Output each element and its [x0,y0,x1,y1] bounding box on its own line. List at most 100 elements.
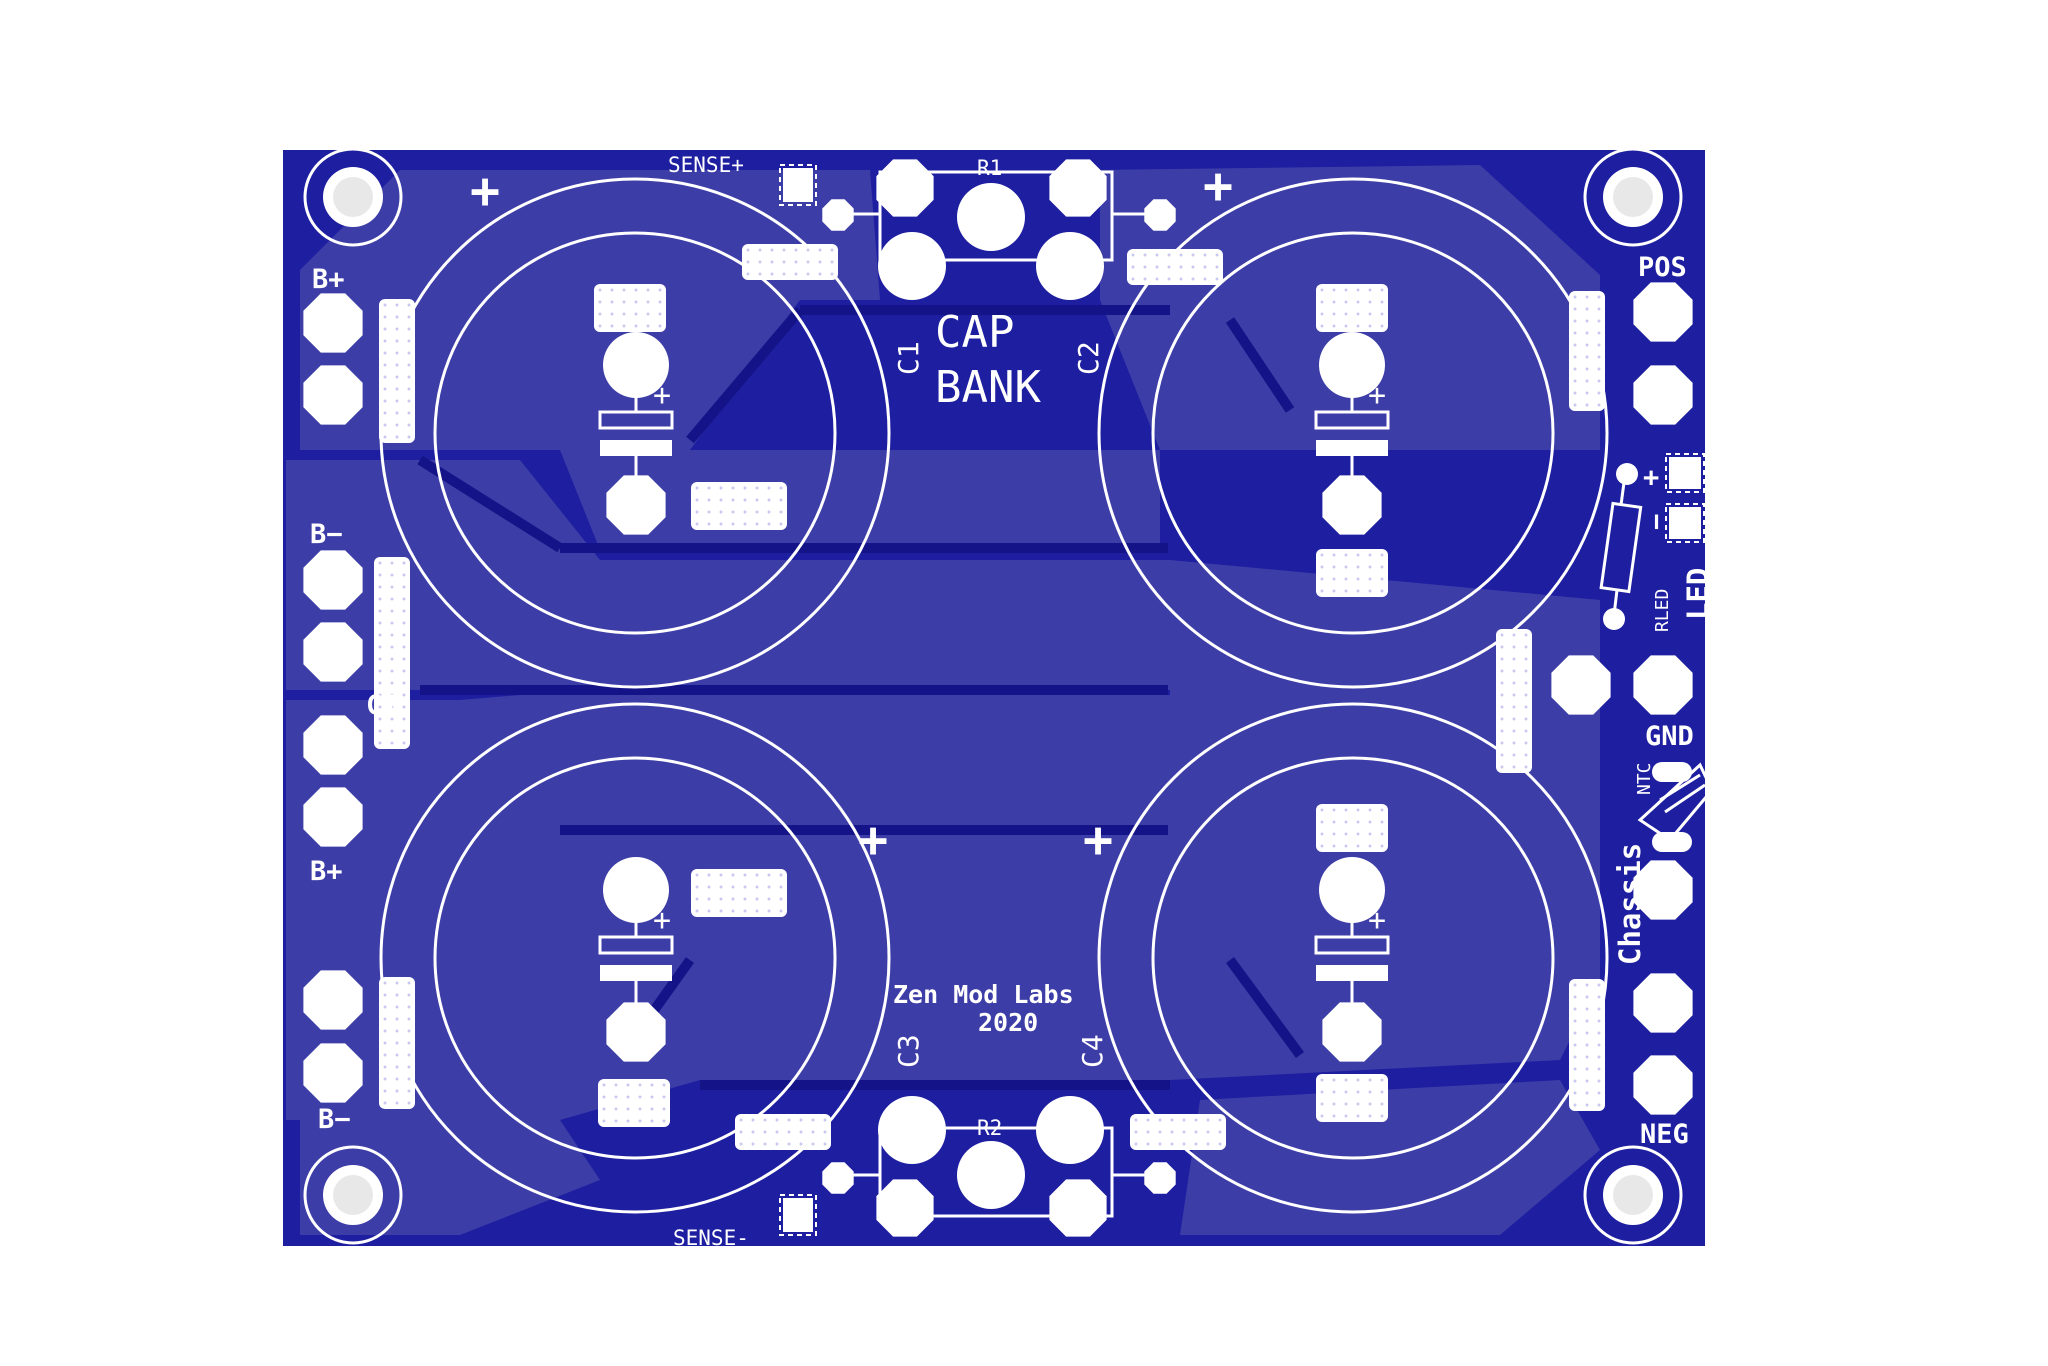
octagon-pad [606,475,666,535]
neg-label: NEG [1640,1119,1689,1150]
via-arrays [374,244,1605,1150]
via-block [1496,629,1532,773]
b-plus-label-bottom: B+ [310,856,343,887]
c2-plus-sign: + [1203,157,1233,215]
c2-outline-inner [1151,231,1555,635]
c2-pad-plus-mark: + [1368,378,1386,413]
maker-label: Zen Mod Labs [893,980,1074,1009]
b-plus-label-top: B+ [312,264,345,295]
mount-hole-br [1583,1145,1683,1245]
octagon-pad [1633,282,1693,342]
via-block [374,557,410,749]
via-block [1316,549,1388,597]
c1-pad-plus-mark: + [653,378,671,413]
ct-label: CT [366,690,399,721]
b-minus-label-bottom: B− [318,1104,351,1135]
board-title-line1: CAP [935,307,1014,358]
octagon-pad [1633,655,1693,715]
sense-pads [779,164,817,1236]
c4-label: C4 [1076,1034,1109,1068]
octagon-pad [303,365,363,425]
c4-outline-inner [1151,756,1555,1160]
c2-symbol [1314,395,1390,478]
capacitor-outlines [379,177,1609,1214]
octagon-pad [1049,159,1107,217]
sense-minus-pad [783,1198,813,1232]
sense-plus-pad [783,168,813,202]
octagon-pad [303,1043,363,1103]
c4-plus-sign: + [1083,811,1113,869]
b-minus-label-top: B− [310,519,343,550]
via-block [1316,284,1388,332]
via-block [598,1079,670,1127]
sense-plus-label: SENSE+ [668,153,744,177]
led-plus-sign: + [1643,462,1659,493]
octagon-pad [1551,655,1611,715]
via-block [594,284,666,332]
octagon-pad [1322,1002,1382,1062]
octagon-pad [1633,973,1693,1033]
cap-polarity-symbols [598,395,1390,1003]
via-block [1316,804,1388,852]
c3-label: C3 [892,1034,925,1068]
octagon-pad [1049,1179,1107,1237]
octagon-pad [303,715,363,775]
ntc-pad-top [1652,762,1692,782]
octagon-pads [303,159,1693,1237]
octagon-pad [303,787,363,847]
c1-symbol [598,395,674,478]
via-block [691,482,787,530]
c3-outline-inner [433,756,837,1160]
r2-outline [878,1126,1114,1218]
c3-symbol [598,920,674,1003]
rled-pad-bottom [1603,608,1625,630]
rled-pad-top [1616,463,1638,485]
c4-outline-outer [1097,702,1609,1214]
c3-plus-sign: + [858,811,888,869]
via-block [379,299,415,443]
chassis-label: Chassis [1613,843,1647,965]
octagon-pad [1633,1055,1693,1115]
pos-label: POS [1638,252,1687,283]
led-label: LED [1681,568,1715,620]
rled-label: RLED [1652,589,1673,632]
board-title-line2: BANK [935,362,1041,413]
c2-pad-positive [1319,332,1385,398]
via-block [1127,249,1223,285]
via-block [742,244,838,280]
c1-label: C1 [892,341,925,375]
mounting-holes [303,147,1683,1245]
c2-label: C2 [1072,341,1105,375]
octagon-pad [303,550,363,610]
octagon-pad [876,1179,934,1237]
resistor-pads [878,183,1104,1209]
r1-label: R1 [977,156,1002,180]
octagon-pad [876,159,934,217]
octagon-pad [303,622,363,682]
octagon-pad [1633,365,1693,425]
via-block [735,1114,831,1150]
c2-outline-outer [1097,177,1609,689]
sense-minus-label: SENSE- [673,1226,749,1250]
mount-hole-bl [303,1145,403,1245]
via-block [691,869,787,917]
via-block [1569,979,1605,1111]
r2-label: R2 [977,1116,1002,1140]
via-block [1130,1114,1226,1150]
led-minus-sign: − [1641,514,1672,530]
ntc-label: NTC [1634,762,1655,795]
gnd-label: GND [1645,721,1694,752]
mount-hole-tr [1583,147,1683,247]
via-block [1316,1074,1388,1122]
c1-outline-inner [433,231,837,635]
copper-traces [417,305,1305,1090]
via-block [379,977,415,1109]
mount-hole-tl [303,147,403,247]
octagon-pad [822,1162,854,1194]
c1-pad-positive [603,332,669,398]
c3-pad-positive [603,857,669,923]
octagon-pad [606,1002,666,1062]
c3-pad-plus-mark: + [653,903,671,938]
via-block [1569,291,1605,411]
